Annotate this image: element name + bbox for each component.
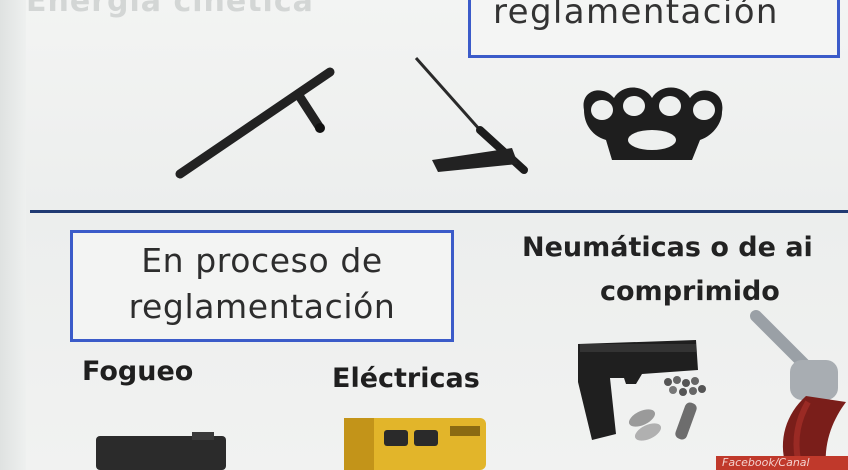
in-process-line2: reglamentación [128,287,396,326]
watermark: Facebook/Canal [716,456,848,470]
pneumatic-heading-line1: Neumáticas o de ai [522,232,813,263]
electric-heading: Eléctricas [332,363,480,394]
co2-cartridges-icon [628,402,697,441]
in-process-line1: En proceso de [141,241,383,280]
left-edge-shadow [0,0,26,470]
air-pistol-icon [578,340,698,440]
blank-pistol-icon [96,432,226,470]
regulated-box-label: reglamentación [493,0,779,32]
pneumatic-heading-line2: comprimido [600,276,780,307]
air-revolver-icon [750,310,846,466]
police-baton-icon [175,67,335,179]
cut-off-heading: Energía cinética [26,0,314,19]
pellets-icon [664,376,706,396]
brass-knuckles-icon [583,87,723,160]
expandable-baton-icon [414,57,528,174]
in-process-box: En proceso de reglamentación [70,230,454,342]
blank-guns-heading: Fogueo [82,356,194,387]
regulated-box: reglamentación [468,0,840,58]
section-divider [30,210,848,213]
taser-icon [344,418,486,470]
